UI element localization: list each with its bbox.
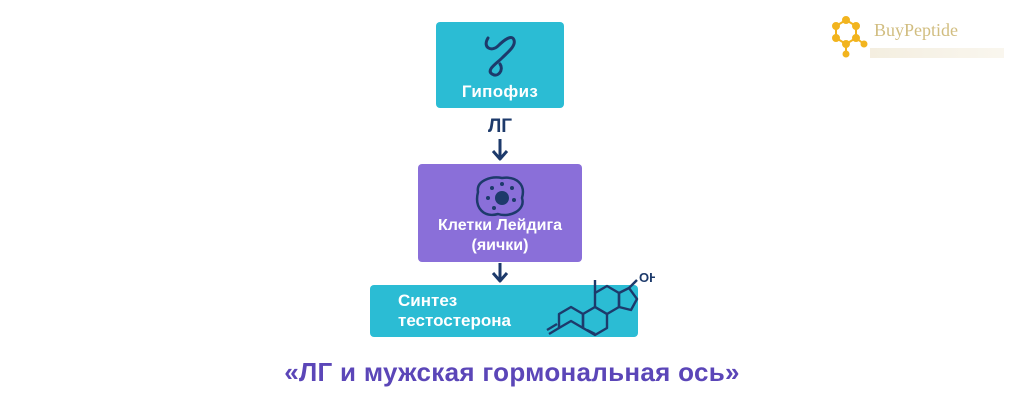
leydig-label-line1: Клетки Лейдига xyxy=(437,217,563,234)
pituitary-label: Гипофиз xyxy=(461,82,539,101)
brand-tagline-bar xyxy=(870,48,1004,58)
brand-name: BuyPeptide xyxy=(874,20,958,40)
leydig-label-line2: (яички) xyxy=(471,237,529,254)
diagram-caption: «ЛГ и мужская гормональная ось» xyxy=(284,357,740,387)
hydroxyl-label: OH xyxy=(639,270,655,285)
pituitary-box: Гипофиз xyxy=(436,22,564,108)
hormone-label: ЛГ xyxy=(487,116,513,137)
leydig-label: Клетки Лейдига (яички) xyxy=(438,216,562,256)
pituitary-gland-icon xyxy=(484,36,516,77)
leydig-cells-box: Клетки Лейдига (яички) xyxy=(418,164,582,262)
synthesis-label-line1: Синтез xyxy=(398,291,458,310)
brand-logo: BuyPeptide xyxy=(826,14,1006,58)
arrow-down-icon xyxy=(491,263,509,283)
arrow-down-icon xyxy=(491,139,509,161)
synthesis-label: Синтез тестостерона xyxy=(398,291,511,331)
cell-icon xyxy=(475,176,525,217)
synthesis-label-line2: тестостерона xyxy=(398,311,511,330)
molecule-logo-icon xyxy=(832,16,868,58)
steroid-molecule-icon: OH xyxy=(546,270,655,337)
testosterone-synthesis-box: Синтез тестостерона xyxy=(370,285,638,337)
